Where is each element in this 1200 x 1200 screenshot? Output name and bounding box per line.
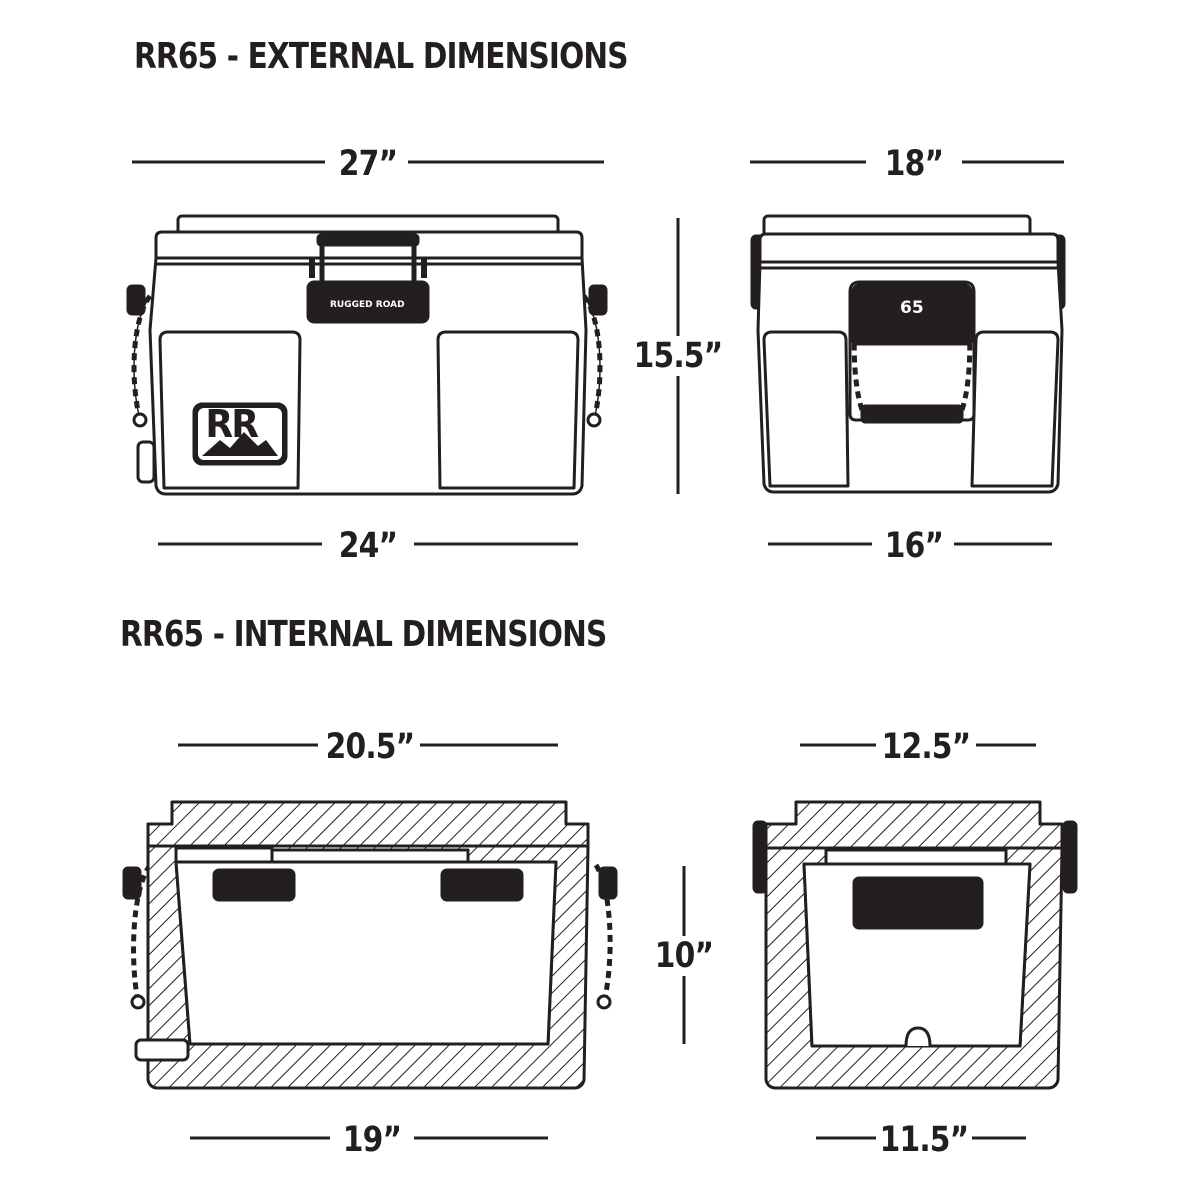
ext-side-top-width: 18” bbox=[884, 144, 944, 184]
int-front-top-width: 20.5” bbox=[325, 727, 416, 767]
logo-letters: RR bbox=[205, 402, 259, 446]
internal-heading: RR65 - INTERNAL DIMENSIONS bbox=[120, 614, 607, 655]
int-front-bottom-width: 19” bbox=[342, 1120, 402, 1160]
int-side-lid-section bbox=[764, 800, 1064, 850]
external-front-view bbox=[126, 214, 608, 496]
latch-brand-label: RUGGED ROAD bbox=[330, 300, 405, 310]
external-side-view bbox=[750, 214, 1066, 494]
internal-side-view bbox=[752, 800, 1078, 1090]
int-height: 10” bbox=[653, 936, 715, 976]
ext-front-bottom-width: 24” bbox=[338, 526, 398, 566]
int-front-lid-section bbox=[146, 800, 590, 848]
external-heading: RR65 - EXTERNAL DIMENSIONS bbox=[134, 36, 628, 77]
int-side-bottom-width: 11.5” bbox=[879, 1120, 970, 1160]
ext-side-bottom-width: 16” bbox=[884, 526, 944, 566]
int-side-top-width: 12.5” bbox=[881, 727, 972, 767]
internal-front-view bbox=[122, 800, 618, 1090]
latch-icon bbox=[306, 280, 430, 324]
ext-front-top-width: 27” bbox=[338, 144, 398, 184]
ext-height: 15.5” bbox=[631, 336, 725, 376]
drain-plug-icon bbox=[136, 440, 156, 484]
side-badge-label: 65 bbox=[900, 298, 924, 318]
